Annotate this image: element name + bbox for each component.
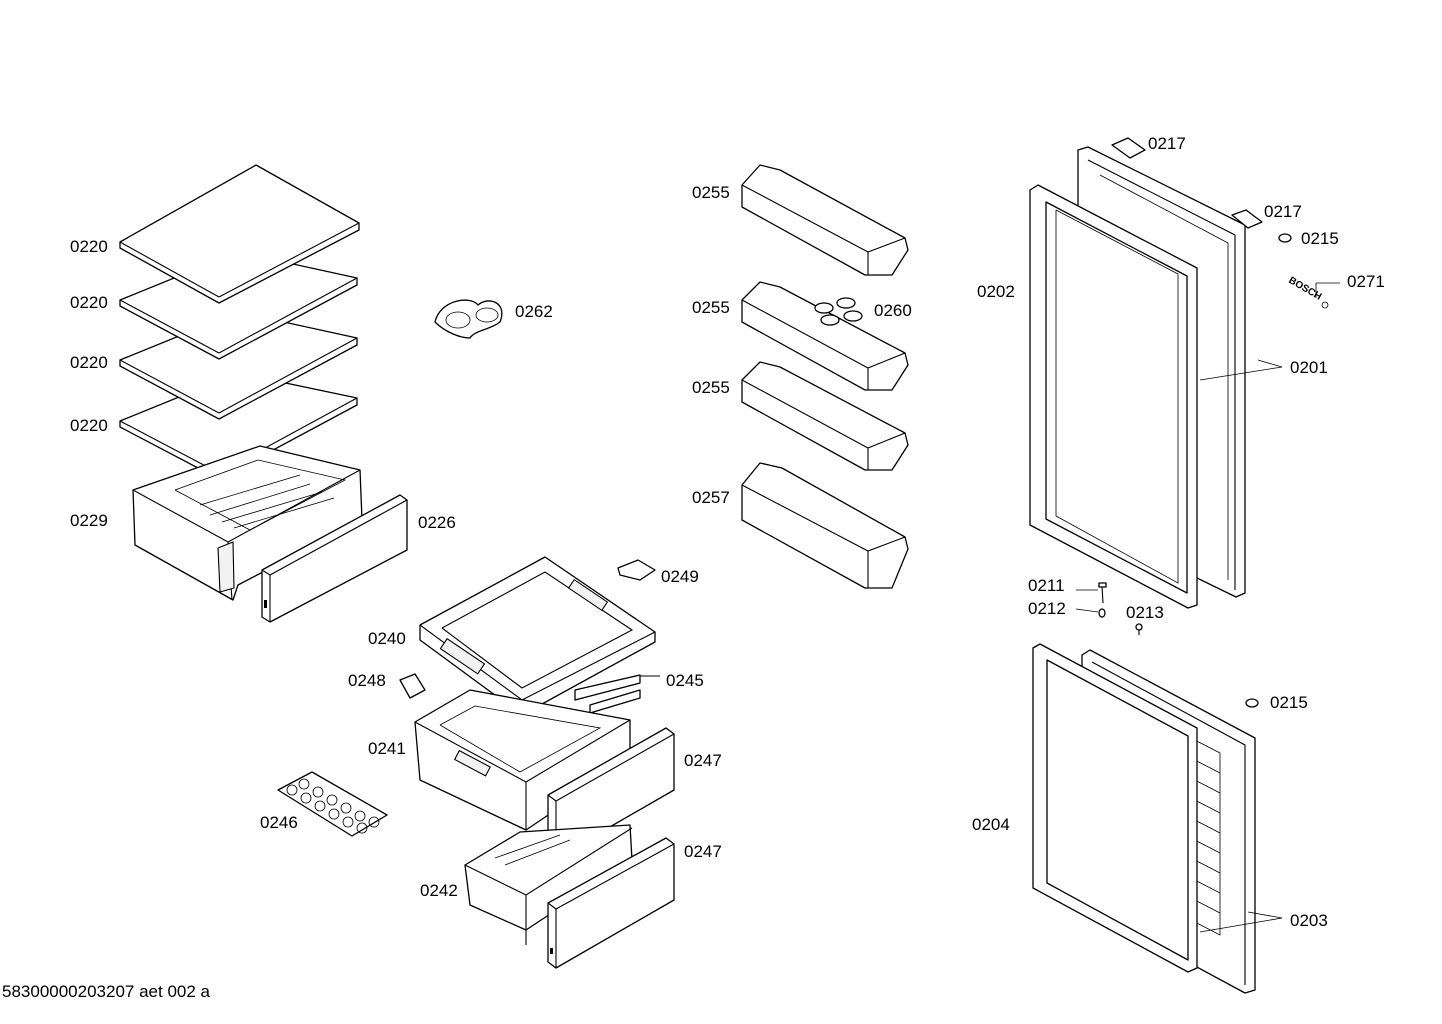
callout-screw: 0211	[1028, 576, 1065, 595]
callout-hinge-cover-1: 0217	[1148, 134, 1186, 153]
tray-handle-part	[617, 559, 656, 581]
bosch-logo-part: BOSCH	[1287, 275, 1329, 309]
callout-pin: 0213	[1126, 603, 1164, 622]
callout-tray-handle: 0249	[661, 567, 699, 586]
callout-door-shelf-2: 0255	[692, 298, 730, 317]
door-shelf-4	[741, 462, 909, 589]
callout-cap-2: 0215	[1270, 693, 1308, 712]
callout-tray: 0240	[368, 629, 406, 648]
callout-door-shelf-4: 0257	[692, 488, 730, 507]
callout-door-seal-lower: 0204	[972, 815, 1010, 834]
callout-labels: 0220 0220 0220 0220 0229 0226 0262 0255 …	[70, 134, 1385, 930]
callout-door-shelf-1: 0255	[692, 183, 730, 202]
hardware-screw-washer-pin	[1098, 582, 1143, 635]
egg-holder-part	[814, 297, 863, 326]
hinge-cover-side	[1231, 209, 1263, 229]
callout-door-seal-upper: 0202	[977, 282, 1015, 301]
callout-drawer-bottom: 0242	[420, 881, 458, 900]
callout-logo: 0271	[1347, 272, 1385, 291]
glass-shelf-4	[119, 372, 358, 480]
callout-drawer-middle: 0241	[368, 739, 406, 758]
callout-shelf-4: 0220	[70, 416, 108, 435]
callout-drawer-front: 0226	[418, 513, 456, 532]
callout-handle-small: 0248	[348, 671, 386, 690]
crisper-drawer	[132, 445, 363, 601]
small-handle-part	[399, 673, 426, 699]
freezer-front-middle	[547, 727, 675, 859]
callout-front-bottom: 0247	[684, 842, 722, 861]
freezer-front-bottom	[547, 837, 675, 969]
cap-part-1	[1278, 233, 1292, 243]
callout-rail: 0245	[666, 671, 704, 690]
door-shelf-3	[741, 361, 909, 471]
cap-part-2	[1245, 698, 1259, 708]
freezer-tray	[419, 556, 656, 716]
ice-cube-tray	[277, 771, 388, 837]
callout-drawer-top: 0229	[70, 511, 108, 530]
callout-door-lower: 0203	[1290, 911, 1328, 930]
door-shelf-1	[741, 164, 909, 276]
callout-shelf-2: 0220	[70, 293, 108, 312]
door-shelf-2	[741, 281, 909, 391]
callout-shelf-3: 0220	[70, 353, 108, 372]
footer-code: 58300000203207 aet 002 a	[2, 982, 211, 1001]
rail-part	[574, 674, 660, 714]
glass-shelf-stack	[119, 164, 360, 480]
callout-door-shelf-3: 0255	[692, 378, 730, 397]
callout-washer: 0212	[1028, 599, 1066, 618]
callout-cap-1: 0215	[1301, 229, 1339, 248]
callout-door-upper: 0201	[1290, 358, 1328, 377]
lower-door-seal	[1032, 643, 1198, 973]
clip-part	[434, 299, 503, 339]
leader-lines	[1075, 282, 1340, 933]
hinge-cover-top	[1111, 137, 1146, 159]
callout-hinge-cover-2: 0217	[1264, 202, 1302, 221]
drawer-front-panel	[261, 494, 408, 623]
glass-shelf-1	[119, 164, 360, 304]
callout-clip: 0262	[515, 302, 553, 321]
callout-front-middle: 0247	[684, 751, 722, 770]
upper-door-seal	[1029, 184, 1198, 609]
callout-egg-holder: 0260	[874, 301, 912, 320]
callout-ice-tray: 0246	[260, 813, 298, 832]
bosch-wordmark: BOSCH	[1287, 275, 1324, 303]
callout-shelf-1: 0220	[70, 237, 108, 256]
